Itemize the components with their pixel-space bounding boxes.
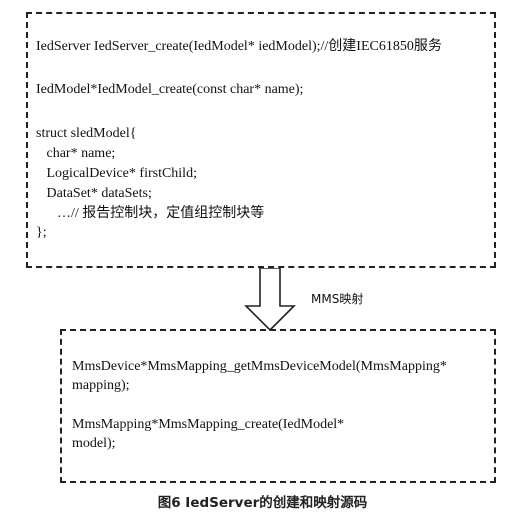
code-line-struct-header: struct sledModel{ [36,126,137,141]
code-line-mmsmapping-create: MmsMapping*MmsMapping_create(IedModel* [72,417,345,432]
code-line-struct-comment: …// 报告控制块，定值组控制块等 [36,206,265,221]
code-line-struct-firstchild: LogicalDevice* firstChild; [36,166,197,181]
figure-caption: 图6 IedServer的创建和映射源码 [157,495,368,511]
code-line-getmmsdevicemodel: MmsDevice*MmsMapping_getMmsDeviceModel(M… [72,359,447,374]
down-arrow-icon [244,268,296,332]
code-line-struct-datasets: DataSet* dataSets; [36,186,152,201]
code-line-getmmsdevicemodel-cont: mapping); [72,378,130,393]
code-line-iedmodel-create: IedModel*IedModel_create(const char* nam… [36,82,304,97]
source-code-box-iedserver: IedServer IedServer_create(IedModel* ied… [26,12,496,268]
code-line-struct-close: }; [36,225,47,240]
code-line-struct-name: char* name; [36,146,116,161]
arrow-label: MMS映射 [311,292,364,306]
code-line-mmsmapping-create-cont: model); [72,436,116,451]
source-code-box-mmsmapping: MmsDevice*MmsMapping_getMmsDeviceModel(M… [60,329,496,483]
code-line-iedserver-create: IedServer IedServer_create(IedModel* ied… [36,39,442,54]
